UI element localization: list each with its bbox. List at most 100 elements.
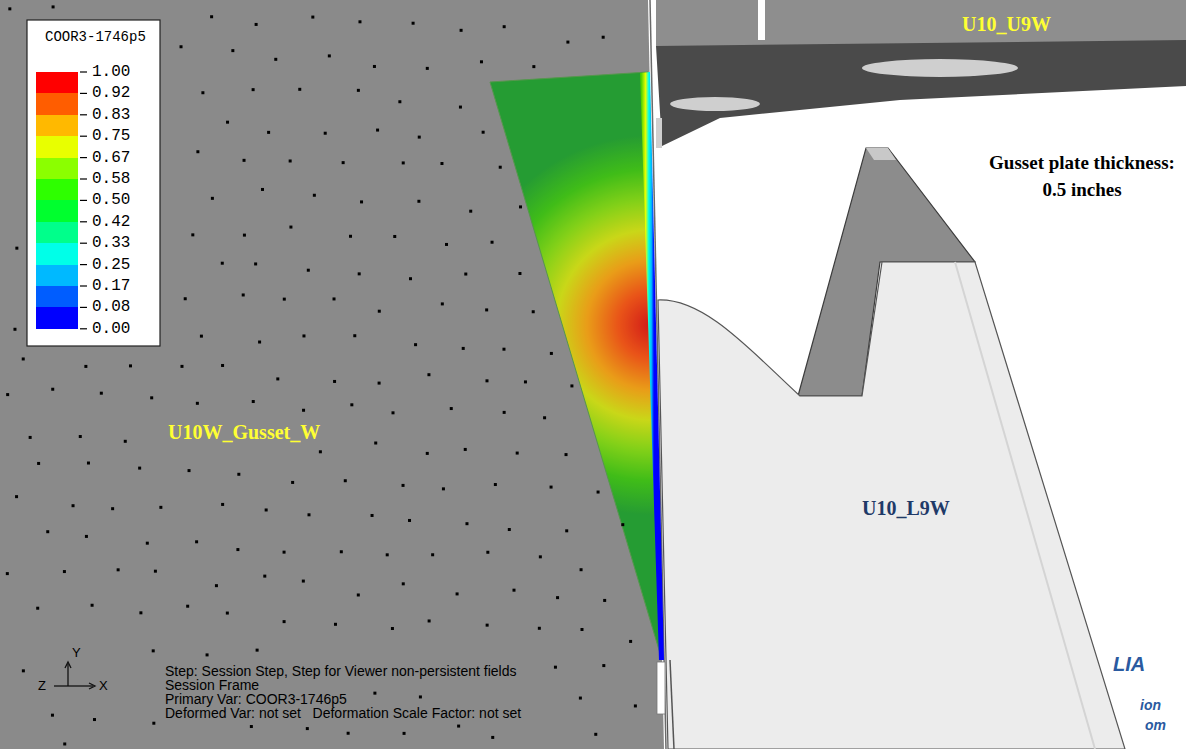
bolt-hole <box>254 262 257 265</box>
bolt-hole <box>250 725 253 728</box>
viewer-info: Primary Var: COOR3-1746p5 <box>165 692 347 706</box>
logo-fragment: ion <box>1140 697 1161 714</box>
bolt-hole <box>580 568 583 571</box>
legend-value: 0.67 <box>92 149 130 167</box>
legend-value-holder: 0.17 <box>92 277 130 295</box>
bolt-hole <box>291 481 294 484</box>
legend-box <box>27 20 160 346</box>
bolt-hole <box>402 582 405 585</box>
contour-edge <box>640 72 664 660</box>
bolt-hole <box>333 297 336 300</box>
bolt-hole <box>486 624 489 627</box>
axis-label-holder: Z <box>38 678 46 694</box>
bolt-hole <box>543 416 546 419</box>
bolt-hole <box>503 25 506 28</box>
legend-tick <box>80 307 87 308</box>
bolt-hole <box>532 65 535 68</box>
bolt-hole <box>283 620 286 623</box>
legend-swatch <box>36 158 78 180</box>
bolt-hole <box>516 452 519 455</box>
axis-label: Z <box>38 678 46 694</box>
bolt-hole <box>191 233 194 236</box>
bolt-hole <box>79 435 82 438</box>
bolt-hole <box>258 341 261 344</box>
legend-value-holder: 0.08 <box>92 298 130 316</box>
bolt-hole <box>6 393 9 396</box>
bolt-hole <box>393 235 396 238</box>
legend-tick <box>80 178 87 179</box>
bolt-hole <box>15 247 18 250</box>
legend-value: 0.75 <box>92 127 130 145</box>
bolt-hole <box>255 23 258 26</box>
bolt-hole <box>508 528 511 531</box>
bolt-hole <box>532 310 535 313</box>
bolt-hole <box>464 448 467 451</box>
bolt-hole <box>457 725 460 728</box>
bolt-hole <box>52 5 55 8</box>
bolt-hole <box>100 392 103 395</box>
part-name: U10_U9W <box>962 12 1051 36</box>
bolt-hole <box>512 589 515 592</box>
legend-swatch <box>36 115 78 137</box>
bolt-hole <box>206 653 209 656</box>
dark-flange <box>656 40 1186 146</box>
bolt-hole <box>313 194 316 197</box>
bolt-hole <box>450 407 453 410</box>
bolt-hole <box>491 241 494 244</box>
viewer-info-holder: Step: Session Step, Step for Viewer non-… <box>165 664 517 678</box>
legend-value: 0.42 <box>92 213 130 231</box>
bolt-hole <box>347 732 350 735</box>
legend-swatch <box>36 72 78 94</box>
axis-triad <box>54 662 95 689</box>
bolt-hole <box>221 364 224 367</box>
bolt-hole <box>91 604 94 607</box>
legend-tick <box>80 157 87 158</box>
bolt-hole <box>186 605 189 608</box>
bolt-hole <box>431 553 434 556</box>
bolt-hole <box>441 302 444 305</box>
legend-value-holder: 0.83 <box>92 106 130 124</box>
bolt-hole <box>556 596 559 599</box>
legend-tick <box>80 93 87 94</box>
legend-tick <box>80 285 87 286</box>
bolt-hole <box>391 627 394 630</box>
axis-label: X <box>99 678 108 694</box>
web-highlight <box>866 148 896 160</box>
bolt-hole <box>408 519 411 522</box>
legend-value-holder: 1.00 <box>92 63 130 81</box>
bolt-hole <box>37 462 40 465</box>
viewer-info-holder: Session Frame <box>165 678 259 692</box>
legend-value: 0.25 <box>92 256 130 274</box>
legend-swatch <box>36 136 78 158</box>
bolt-hole <box>180 45 183 48</box>
bolt-hole <box>602 664 605 667</box>
bolt-hole <box>426 452 429 455</box>
bolt-hole <box>261 188 264 191</box>
legend-value-holder: 0.25 <box>92 256 130 274</box>
bolt-hole <box>22 669 25 672</box>
bolt-hole <box>358 20 361 23</box>
bolt-hole <box>373 65 376 68</box>
legend-value-holder: 0.58 <box>92 170 130 188</box>
bolt-hole <box>550 486 553 489</box>
bolt-hole <box>200 335 203 338</box>
bolt-hole <box>6 572 9 575</box>
bolt-hole <box>342 161 345 164</box>
bolt-hole <box>374 442 377 445</box>
part-name-holder: U10_L9W <box>862 496 950 520</box>
bolt-hole <box>465 522 468 525</box>
legend-tick <box>80 264 87 265</box>
legend-value: 0.83 <box>92 106 130 124</box>
legend-tick <box>80 114 87 115</box>
bolt-hole <box>63 570 66 573</box>
legend-value-holder: 0.42 <box>92 213 130 231</box>
legend-title-holder: COOR3-1746p5 <box>45 29 146 46</box>
bolt-hole <box>491 736 494 739</box>
bolt-hole <box>566 41 569 44</box>
bolt-hole <box>353 334 356 337</box>
bolt-hole <box>426 67 429 70</box>
z-axis <box>54 685 68 686</box>
bolt-hole <box>265 508 268 511</box>
legend-ticks <box>80 72 87 329</box>
y-axis <box>67 664 68 686</box>
